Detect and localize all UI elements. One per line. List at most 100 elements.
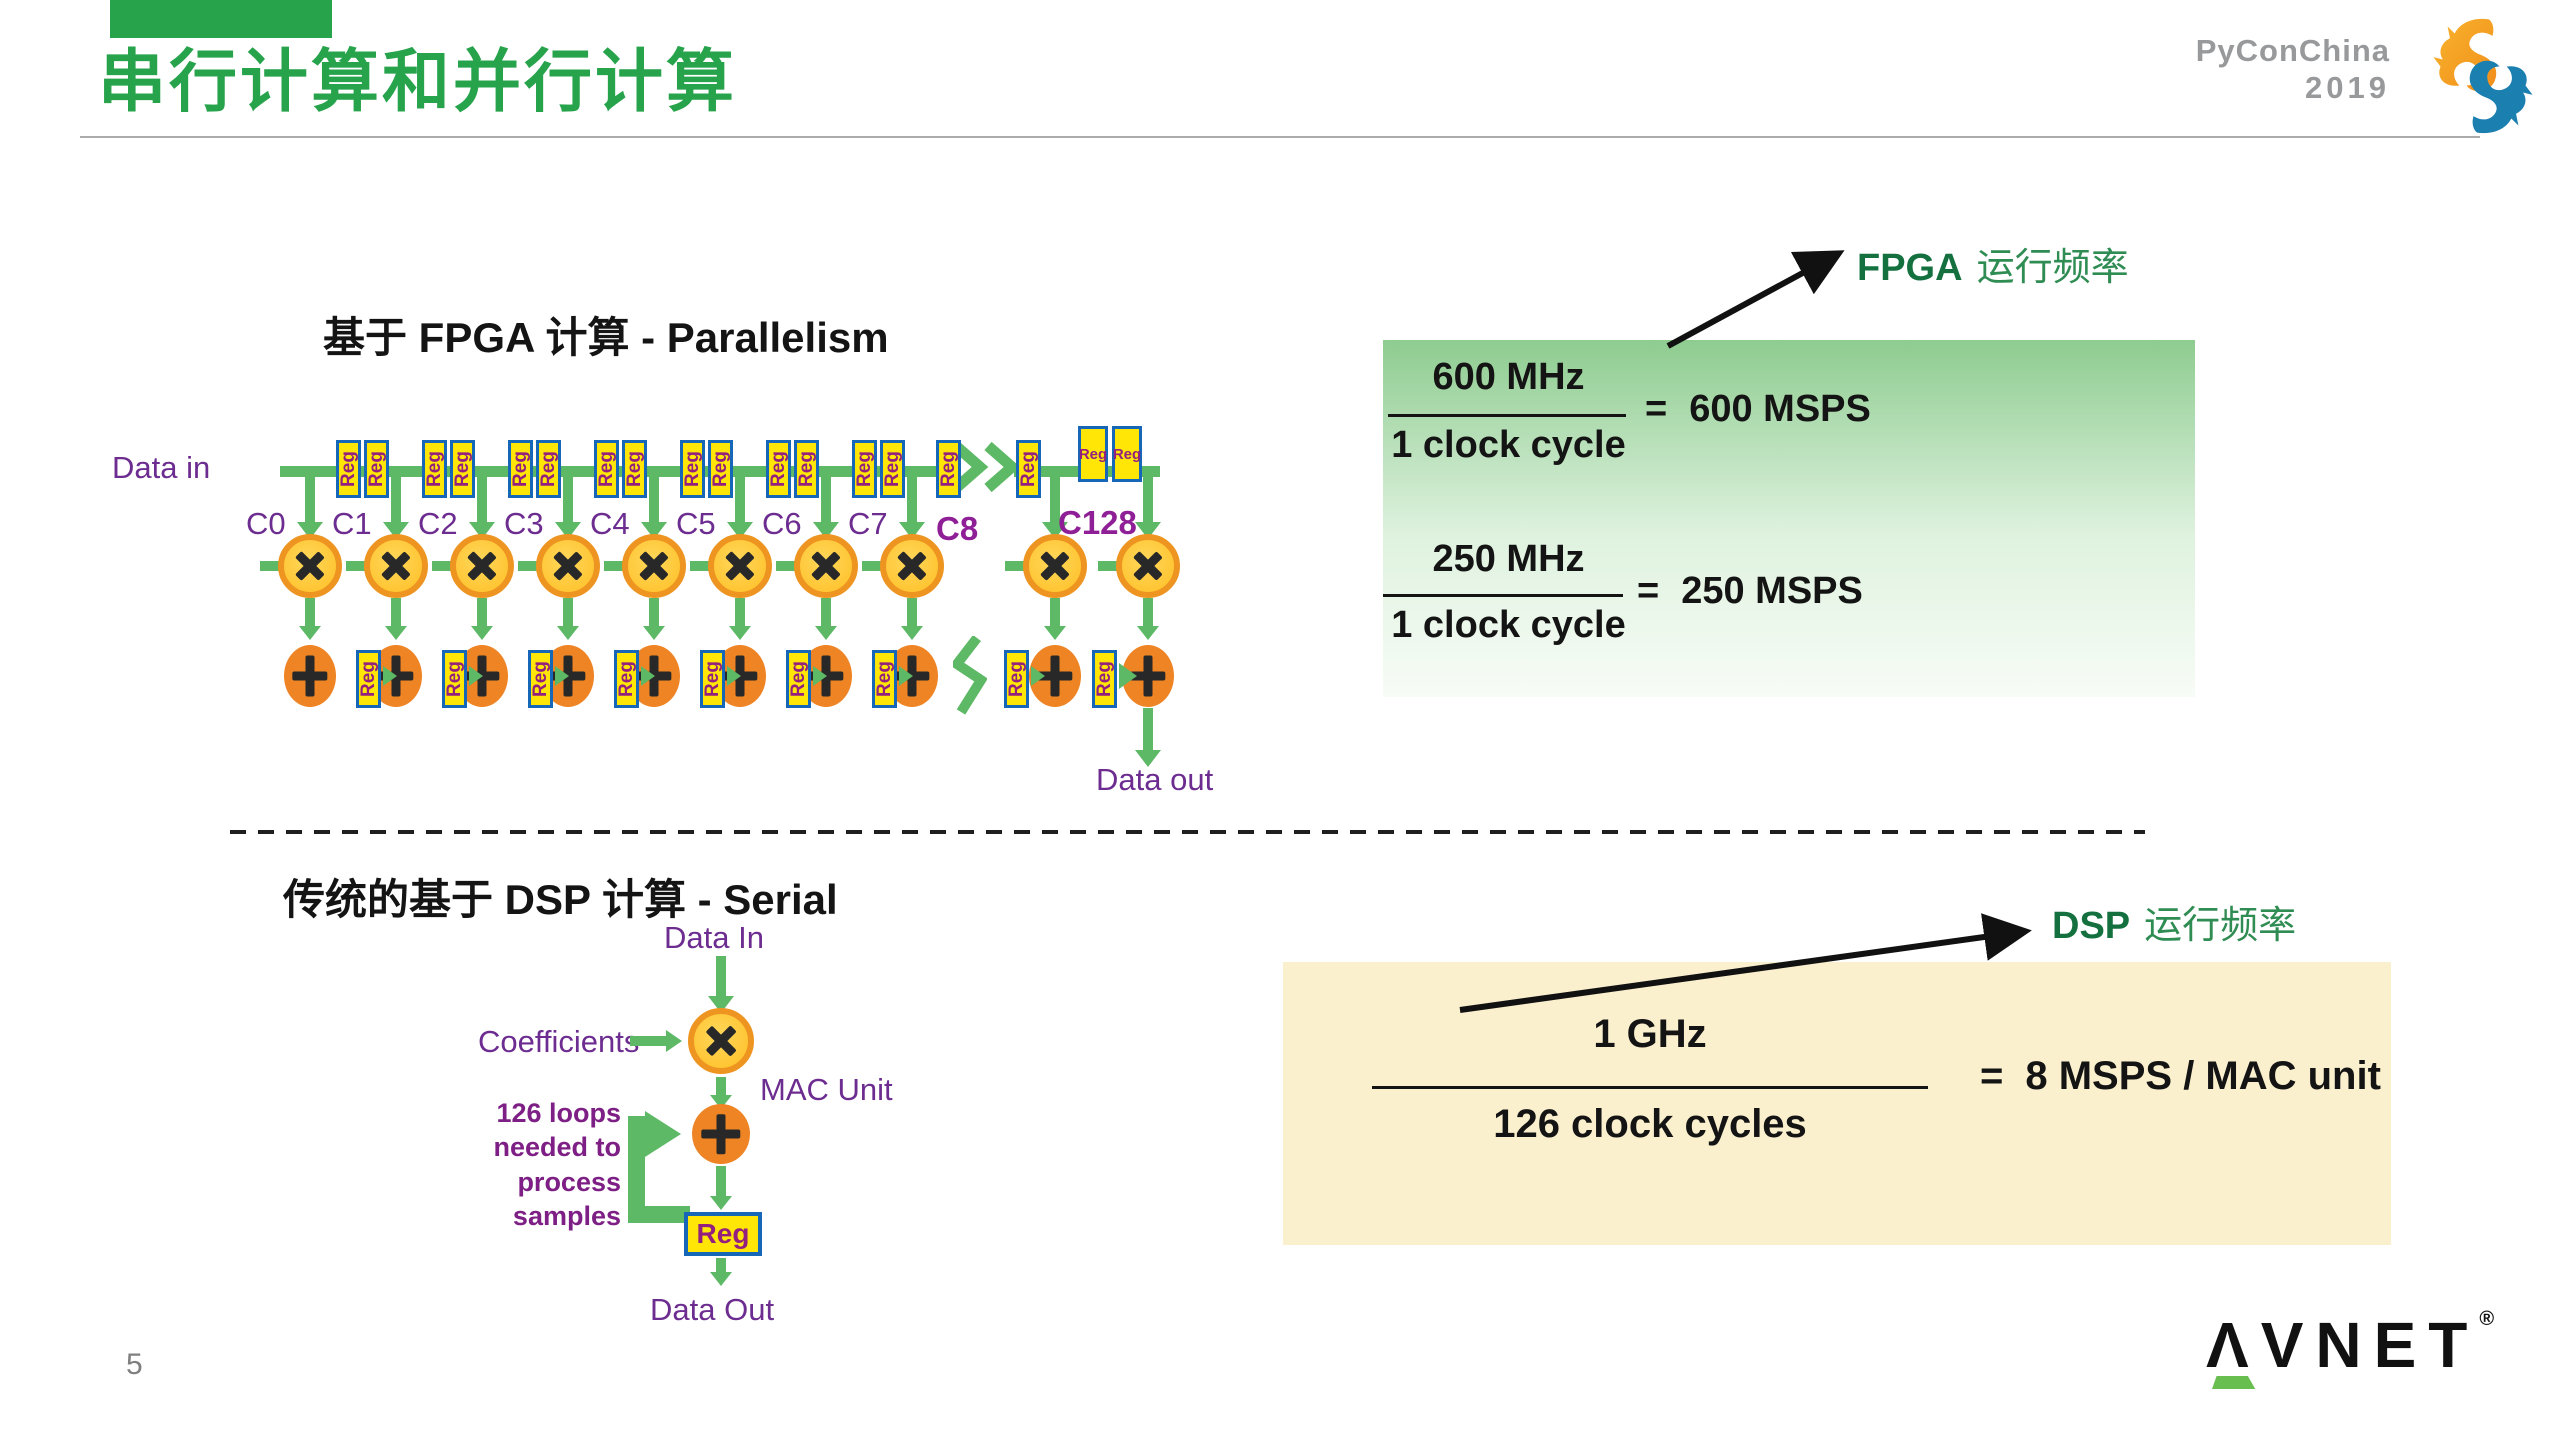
multiplier (536, 534, 600, 598)
register: Reg (680, 440, 705, 498)
arrowhead-right (555, 666, 569, 686)
register: Reg (1078, 426, 1108, 482)
avnet-green-accent (2212, 1376, 2256, 1389)
register: Reg (786, 650, 811, 708)
flow-line (1143, 598, 1153, 626)
coefficients-label: Coefficients (478, 1024, 640, 1059)
arrowhead-down (385, 626, 407, 640)
tap-coefficient-label: C4 (590, 506, 630, 541)
data-in-label: Data in (112, 450, 211, 485)
annotation-suffix: 运行频率 (1976, 247, 2129, 289)
fraction-numerator: 1 GHz (1593, 1012, 1707, 1056)
register: Reg (594, 440, 619, 498)
register-label: Reg (451, 451, 473, 487)
arrowhead-right (813, 666, 827, 686)
flow-line (563, 598, 573, 626)
flow-line (649, 472, 659, 522)
multiplier (1116, 534, 1180, 598)
flow-line (907, 598, 917, 626)
register: Reg (422, 440, 447, 498)
tap-coefficient-label: C0 (246, 506, 286, 541)
register-label: Reg (696, 1218, 750, 1249)
adder (1029, 645, 1081, 707)
flow-line (1050, 598, 1060, 626)
annotation-prefix: FPGA (1857, 247, 1963, 289)
flow-line (563, 472, 573, 522)
register: Reg (450, 440, 475, 498)
register: Reg (1016, 440, 1041, 498)
feedback-loop (628, 1116, 645, 1223)
plus-glyph (305, 655, 315, 697)
register: Reg (364, 440, 389, 498)
fraction-bar (1383, 594, 1623, 597)
register: Reg (356, 650, 381, 708)
avnet-logo-text: ΛVNET (2206, 1309, 2480, 1381)
tap-coefficient-label: C128 (1058, 504, 1137, 541)
register-label: Reg (357, 661, 379, 697)
register: Reg (872, 650, 897, 708)
register-label: Reg (795, 451, 817, 487)
annotation-suffix: 运行频率 (2144, 905, 2297, 947)
arrowhead-down (710, 1272, 732, 1286)
flow-line (690, 561, 710, 571)
register-label: Reg (423, 451, 445, 487)
register-label: Reg (1093, 661, 1115, 697)
fraction-numerator: 250 MHz (1432, 538, 1585, 580)
fpga-formula-panel: 600 MHz 1 clock cycle = 600 MSPS 250 MHz… (1383, 340, 2195, 697)
pyconchina-logo: PyConChina 2019 (2150, 33, 2390, 105)
arrowhead-down (815, 626, 837, 640)
tap-coefficient-label: C5 (676, 506, 716, 541)
flow-line (477, 472, 487, 522)
register-label: Reg (623, 451, 645, 487)
loops-note-line: needed to (493, 1132, 621, 1163)
arrowhead-down (1044, 626, 1066, 640)
section-divider-dashed (230, 830, 2145, 834)
registered-mark: ® (2479, 1308, 2495, 1330)
data-out-label: Data Out (650, 1292, 775, 1327)
register-label: Reg (853, 451, 875, 487)
flow-line (735, 598, 745, 626)
arrow-to-fpga-frequency (1666, 250, 1845, 349)
register-label: Reg (709, 451, 731, 487)
flow-line (305, 472, 315, 522)
register: Reg (1004, 650, 1029, 708)
register: Reg (766, 440, 791, 498)
mac-unit-label: MAC Unit (760, 1072, 893, 1107)
register: Reg (508, 440, 533, 498)
accent-bar (110, 0, 332, 38)
flow-line (907, 472, 917, 522)
tap-coefficient-label: C8 (936, 510, 979, 547)
fraction-denominator: 126 clock cycles (1493, 1102, 1807, 1146)
register: Reg (936, 440, 961, 498)
dragon-icon (2424, 16, 2542, 136)
flow-line (260, 561, 280, 571)
flow-line (604, 561, 624, 571)
arrowhead-right (1119, 663, 1137, 689)
register-label: Reg (873, 661, 895, 697)
arrowhead-right (666, 1030, 682, 1052)
header-separator (80, 136, 2480, 138)
arrowhead-right (899, 666, 913, 686)
adder (284, 645, 336, 707)
multiplier (794, 534, 858, 598)
flow-line (716, 956, 726, 996)
dsp-formula-panel: 1 GHz 126 clock cycles = 8 MSPS / MAC un… (1283, 962, 2391, 1245)
arrowhead-down (1135, 750, 1161, 767)
register-label: Reg (681, 451, 703, 487)
register-label: Reg (509, 451, 531, 487)
page-title: 串行计算和并行计算 (98, 44, 738, 120)
data-out-label: Data out (1096, 762, 1214, 797)
flow-line (862, 561, 882, 571)
flow-line (735, 472, 745, 522)
register-label: Reg (615, 661, 637, 697)
fraction-denominator: 1 clock cycle (1391, 424, 1626, 466)
flow-line (1143, 472, 1153, 522)
fraction-bar (1388, 414, 1626, 417)
tap-coefficient-label: C6 (762, 506, 802, 541)
register: Reg (684, 1212, 762, 1256)
register: Reg (528, 650, 553, 708)
flow-line (1050, 472, 1060, 522)
adder (692, 1104, 750, 1164)
